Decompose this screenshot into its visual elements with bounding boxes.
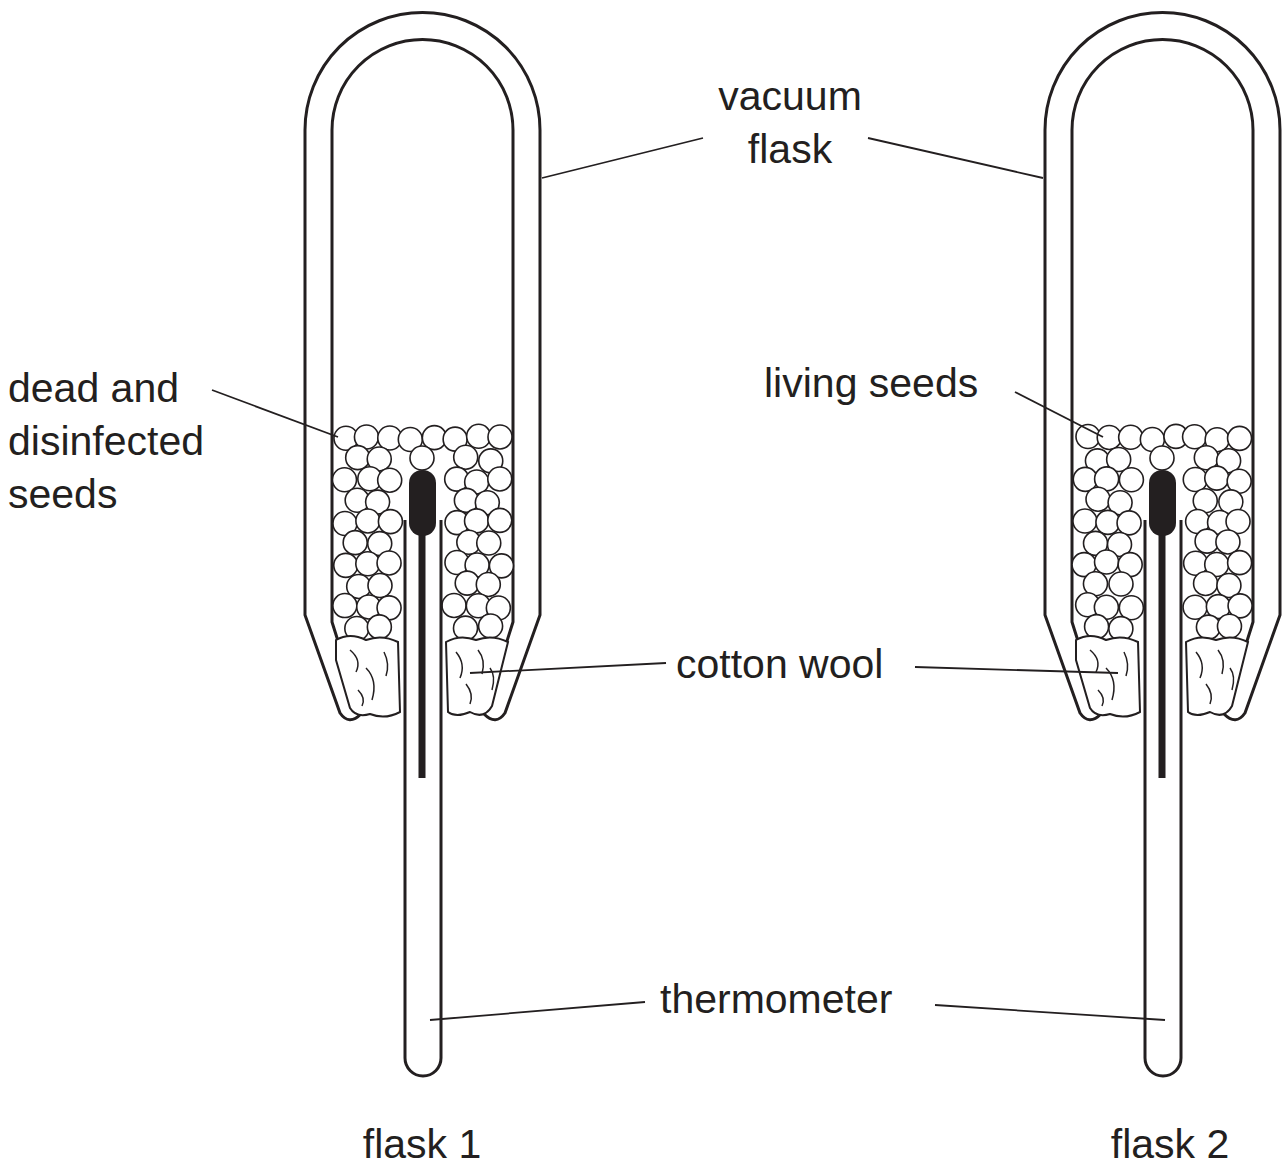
seed: [356, 509, 380, 533]
seed: [1109, 572, 1133, 596]
seed: [1085, 615, 1109, 639]
seed: [343, 531, 367, 555]
seed: [1097, 425, 1121, 449]
seed: [488, 467, 512, 491]
part-label: living seeds: [764, 357, 1024, 410]
seed: [477, 531, 501, 555]
seed: [1095, 550, 1119, 574]
seed: [1119, 468, 1143, 492]
part-label: dead and disinfected seeds: [8, 362, 248, 521]
seed: [1228, 426, 1252, 450]
flask-label: flask 2: [1068, 1118, 1272, 1171]
seed: [1119, 425, 1143, 449]
seed: [488, 508, 512, 532]
part-label: vacuum flask: [690, 70, 890, 176]
seed: [1117, 511, 1141, 535]
part-label: cotton wool: [676, 638, 916, 691]
seed: [410, 446, 434, 470]
seed: [479, 614, 503, 638]
seed: [465, 509, 489, 533]
seed: [356, 552, 380, 576]
seed: [1183, 425, 1207, 449]
part-label: thermometer: [660, 973, 940, 1026]
seed: [378, 468, 402, 492]
seed: [1205, 466, 1229, 490]
leader-lines: [212, 138, 1165, 1020]
seed: [1194, 571, 1218, 595]
seed: [476, 572, 500, 596]
seed: [368, 574, 392, 598]
seed: [333, 594, 357, 618]
seed: [378, 510, 402, 534]
seed: [467, 424, 491, 448]
seed: [1073, 509, 1097, 533]
seed: [1217, 614, 1241, 638]
seed: [442, 593, 466, 617]
seed: [1086, 487, 1110, 511]
flask-label: flask 1: [320, 1118, 524, 1171]
seed: [1076, 425, 1100, 449]
seed: [332, 468, 356, 492]
seed: [488, 425, 512, 449]
seed: [377, 551, 401, 575]
seed: [334, 553, 358, 577]
seed: [454, 445, 478, 469]
seed: [346, 446, 370, 470]
seed: [1183, 467, 1207, 491]
seed: [367, 615, 391, 639]
seed: [1150, 446, 1174, 470]
seed: [1228, 551, 1252, 575]
